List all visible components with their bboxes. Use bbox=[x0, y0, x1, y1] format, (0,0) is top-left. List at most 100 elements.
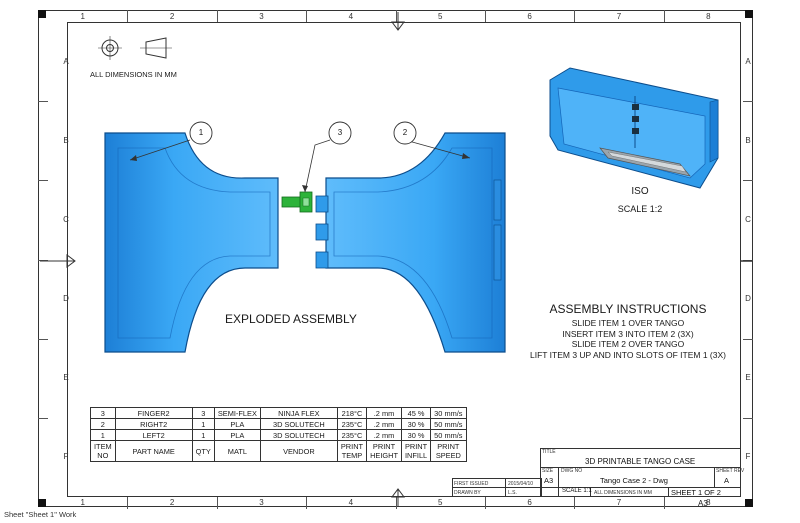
exploded-view-label: EXPLODED ASSEMBLY bbox=[225, 312, 357, 326]
divider bbox=[540, 487, 741, 488]
bom-cell: 1 bbox=[90, 429, 116, 441]
bom-cell: 30 % bbox=[400, 418, 432, 430]
bom-header-cell: MATL bbox=[213, 440, 261, 462]
bom-cell: 30 % bbox=[400, 429, 432, 441]
grid-tick bbox=[216, 497, 218, 509]
divider bbox=[714, 467, 715, 487]
grid-column-label: 5 bbox=[437, 12, 443, 21]
table-row: 1 LEFT2 1 PLA 3D SOLUTECH 235°C .2 mm 30… bbox=[90, 429, 467, 441]
first-issued: 2015/04/10 bbox=[508, 481, 534, 487]
corner-mark bbox=[38, 10, 46, 18]
finger-part bbox=[281, 191, 313, 213]
instructions-title: ASSEMBLY INSTRUCTIONS bbox=[549, 302, 707, 316]
bom-cell: FINGER2 bbox=[114, 407, 193, 419]
divider bbox=[505, 478, 506, 497]
grid-tick bbox=[38, 101, 48, 103]
corner-mark bbox=[745, 10, 753, 18]
grid-tick bbox=[743, 101, 753, 103]
grid-row-label: D bbox=[745, 294, 751, 304]
grid-tick bbox=[38, 180, 48, 182]
iso-view-scale: SCALE 1:2 bbox=[617, 204, 663, 214]
grid-tick bbox=[743, 259, 753, 261]
grid-row-label: F bbox=[745, 452, 751, 462]
grid-tick bbox=[743, 417, 753, 419]
projection-symbol-icon bbox=[98, 36, 172, 60]
iso-view bbox=[549, 67, 719, 189]
grid-column-label: 3 bbox=[259, 12, 264, 21]
grid-tick bbox=[127, 10, 129, 22]
bom-cell: SEMI-FLEX bbox=[213, 407, 261, 419]
bom-cell: 3 bbox=[90, 407, 116, 419]
instruction-step: SLIDE ITEM 2 OVER TANGO bbox=[571, 339, 685, 349]
bom-cell: 50 mm/s bbox=[430, 418, 467, 430]
grid-tick bbox=[38, 417, 48, 419]
grid-tick bbox=[743, 338, 753, 340]
grid-column-label: 2 bbox=[169, 12, 175, 21]
drawing-number: Tango Case 2 - Dwg bbox=[600, 476, 668, 485]
bom-cell: 3D SOLUTECH bbox=[259, 418, 338, 430]
units-note: ALL DIMENSIONS IN MM bbox=[90, 70, 177, 79]
iso-view-title: ISO bbox=[631, 186, 649, 197]
grid-row-label: A bbox=[63, 56, 69, 66]
bom-cell: PLA bbox=[213, 429, 261, 441]
grid-row-label: A bbox=[745, 56, 751, 66]
bom-cell: 3D SOLUTECH bbox=[259, 429, 338, 441]
drawn-by-caption: DRAWN BY bbox=[454, 490, 481, 496]
instruction-step: SLIDE ITEM 1 OVER TANGO bbox=[571, 318, 685, 328]
balloon-item-3: 3 bbox=[337, 128, 343, 137]
grid-column-label: 5 bbox=[437, 498, 443, 507]
grid-tick bbox=[663, 10, 665, 22]
table-row: 3 FINGER2 3 SEMI-FLEX NINJA FLEX 218°C .… bbox=[90, 407, 467, 419]
grid-column-label: 7 bbox=[616, 498, 622, 507]
grid-column-label: 2 bbox=[169, 498, 175, 507]
grid-column-label: 3 bbox=[259, 498, 264, 507]
grid-column-label: 1 bbox=[80, 12, 85, 21]
bom-cell: 45 % bbox=[400, 407, 432, 419]
grid-tick bbox=[743, 180, 753, 182]
divider bbox=[590, 487, 591, 497]
bom-cell: 1 bbox=[191, 429, 215, 441]
bill-of-materials-table: 3 FINGER2 3 SEMI-FLEX NINJA FLEX 218°C .… bbox=[90, 407, 467, 462]
drawing-scale: SCALE 1:1 bbox=[562, 488, 592, 494]
dwg-no-caption: DWG NO bbox=[561, 468, 583, 474]
title-caption: TITLE bbox=[542, 449, 556, 455]
grid-column-label: 7 bbox=[616, 12, 622, 21]
bom-header-cell: VENDOR bbox=[259, 440, 338, 462]
instruction-step: LIFT ITEM 3 UP AND INTO SLOTS OF ITEM 1 … bbox=[529, 349, 726, 360]
grid-row-label: E bbox=[63, 373, 69, 383]
bom-cell: 218°C bbox=[336, 407, 368, 419]
grid-tick bbox=[663, 497, 665, 509]
table-row: 2 RIGHT2 1 PLA 3D SOLUTECH 235°C .2 mm 3… bbox=[90, 418, 467, 430]
bom-cell: LEFT2 bbox=[114, 429, 193, 441]
grid-tick bbox=[395, 497, 397, 509]
grid-column-label: 4 bbox=[348, 12, 354, 21]
grid-tick bbox=[38, 259, 48, 261]
grid-row-label: F bbox=[63, 452, 69, 462]
corner-mark bbox=[38, 499, 46, 507]
grid-tick bbox=[484, 497, 486, 509]
bottom-sheet-size: A3 bbox=[698, 499, 708, 508]
sheet-status-footer: Sheet "Sheet 1" Work bbox=[4, 510, 77, 519]
bom-cell: PLA bbox=[213, 418, 261, 430]
bom-cell: .2 mm bbox=[366, 407, 402, 419]
divider bbox=[452, 487, 542, 488]
sheet-number: SHEET 1 OF 2 bbox=[671, 488, 721, 497]
right-case-part bbox=[325, 132, 506, 353]
corner-mark bbox=[745, 499, 753, 507]
grid-row-label: B bbox=[745, 135, 751, 145]
bom-cell: 30 mm/s bbox=[430, 407, 467, 419]
bom-cell: RIGHT2 bbox=[114, 418, 193, 430]
first-issued-caption: FIRST ISSUED bbox=[454, 481, 489, 487]
grid-row-label: E bbox=[745, 373, 751, 383]
bom-cell: 1 bbox=[191, 418, 215, 430]
grid-row-label: D bbox=[63, 294, 69, 304]
instructions-list: SLIDE ITEM 1 OVER TANGO INSERT ITEM 3 IN… bbox=[508, 318, 748, 360]
bom-cell: 50 mm/s bbox=[430, 429, 467, 441]
